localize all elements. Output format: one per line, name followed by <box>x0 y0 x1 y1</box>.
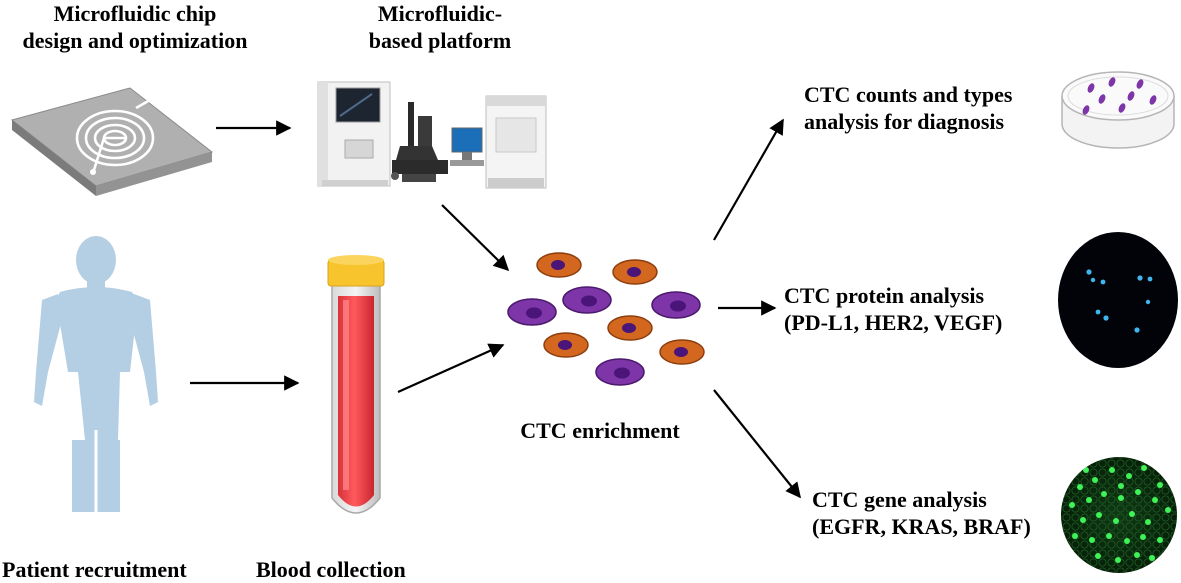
protein-fluorescence-image <box>1058 232 1178 368</box>
cell-orange <box>536 252 582 278</box>
cell-purple <box>562 286 612 314</box>
label-blood-collection: Blood collection <box>256 557 406 582</box>
cell-orange <box>659 339 705 365</box>
label-platform: Microfluidic- based platform <box>368 1 512 53</box>
microfluidic-chip-icon <box>10 87 214 196</box>
label-counts-analysis: CTC counts and types analysis for diagno… <box>804 82 1013 134</box>
label-gene-analysis: CTC gene analysis (EGFR, KRAS, BRAF) <box>812 487 1031 539</box>
cell-orange <box>543 332 589 358</box>
arrow-to-gene <box>713 389 801 499</box>
cell-purple <box>507 298 557 326</box>
label-chip-design: Microfluidic chip design and optimizatio… <box>22 1 248 53</box>
label-protein-analysis: CTC protein analysis (PD-L1, HER2, VEGF) <box>784 283 1003 335</box>
arrow-blood-to-enrichment <box>397 343 505 394</box>
microfluidic-platform-icon <box>317 81 547 189</box>
arrow-to-counts <box>713 118 784 241</box>
cell-purple <box>651 291 701 319</box>
label-patient-recruitment: Patient recruitment <box>2 557 187 582</box>
cell-orange <box>612 259 658 285</box>
arrow-platform-to-enrichment <box>441 204 510 272</box>
ctc-cells-cluster <box>507 252 705 386</box>
gene-fluorescence-image <box>1061 457 1177 573</box>
blood-tube-icon <box>327 255 385 514</box>
petri-dish-icon <box>1061 71 1175 149</box>
flow-arrows <box>190 118 801 499</box>
cell-orange <box>607 315 653 341</box>
cell-purple <box>595 358 645 386</box>
label-ctc-enrichment: CTC enrichment <box>520 418 680 443</box>
patient-silhouette-icon <box>34 236 158 512</box>
